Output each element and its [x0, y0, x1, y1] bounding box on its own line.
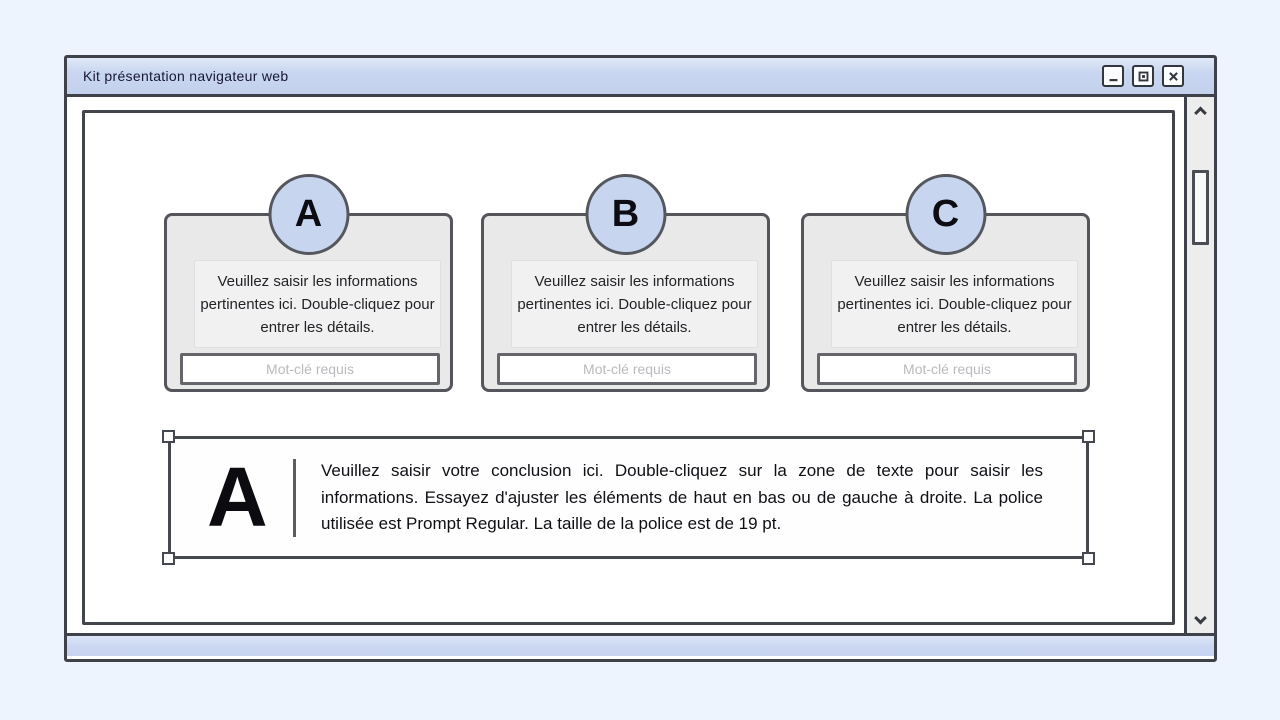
card-c-keyword-input[interactable]	[817, 353, 1077, 385]
card-b-keyword-input[interactable]	[497, 353, 757, 385]
status-bar	[67, 633, 1214, 656]
page-content: A Veuillez saisir les informations perti…	[67, 97, 1184, 633]
vertical-scrollbar[interactable]	[1184, 97, 1214, 633]
vertical-divider	[293, 459, 296, 537]
card-a-textzone[interactable]: Veuillez saisir les informations pertine…	[194, 260, 441, 348]
conclusion-textbox[interactable]: A Veuillez saisir votre conclusion ici. …	[162, 430, 1095, 565]
resize-handle-bottom-left[interactable]	[162, 552, 175, 565]
resize-handle-top-left[interactable]	[162, 430, 175, 443]
window-title: Kit présentation navigateur web	[83, 68, 289, 84]
maximize-icon	[1137, 70, 1150, 83]
window-titlebar[interactable]: Kit présentation navigateur web	[67, 58, 1214, 97]
card-a-badge[interactable]: A	[268, 174, 349, 255]
browser-window: Kit présentation navigateur web	[64, 55, 1217, 662]
slide-canvas: A Veuillez saisir les informations perti…	[82, 110, 1175, 625]
close-button[interactable]	[1162, 65, 1184, 87]
scroll-down-button[interactable]	[1187, 607, 1214, 631]
window-controls	[1102, 65, 1184, 87]
conclusion-text[interactable]: Veuillez saisir votre conclusion ici. Do…	[321, 461, 1043, 533]
conclusion-drop-cap[interactable]: A	[207, 450, 268, 544]
window-body: A Veuillez saisir les informations perti…	[67, 97, 1214, 633]
maximize-button[interactable]	[1132, 65, 1154, 87]
scrollbar-thumb[interactable]	[1192, 170, 1209, 245]
card-c-badge[interactable]: C	[905, 174, 986, 255]
chevron-up-icon	[1194, 106, 1207, 119]
card-a-body-text: Veuillez saisir les informations pertine…	[200, 272, 435, 336]
minimize-icon	[1107, 70, 1120, 83]
card-c-body-text: Veuillez saisir les informations pertine…	[837, 272, 1072, 336]
card-a[interactable]: A Veuillez saisir les informations perti…	[164, 174, 453, 392]
card-b-body-text: Veuillez saisir les informations pertine…	[517, 272, 752, 336]
card-b-badge[interactable]: B	[585, 174, 666, 255]
resize-handle-bottom-right[interactable]	[1082, 552, 1095, 565]
chevron-down-icon	[1194, 611, 1207, 624]
minimize-button[interactable]	[1102, 65, 1124, 87]
card-b-textzone[interactable]: Veuillez saisir les informations pertine…	[511, 260, 758, 348]
scroll-up-button[interactable]	[1187, 99, 1214, 123]
card-c[interactable]: C Veuillez saisir les informations perti…	[801, 174, 1090, 392]
close-icon	[1167, 70, 1180, 83]
resize-handle-top-right[interactable]	[1082, 430, 1095, 443]
card-a-keyword-input[interactable]	[180, 353, 440, 385]
card-b[interactable]: B Veuillez saisir les informations perti…	[481, 174, 770, 392]
card-c-textzone[interactable]: Veuillez saisir les informations pertine…	[831, 260, 1078, 348]
